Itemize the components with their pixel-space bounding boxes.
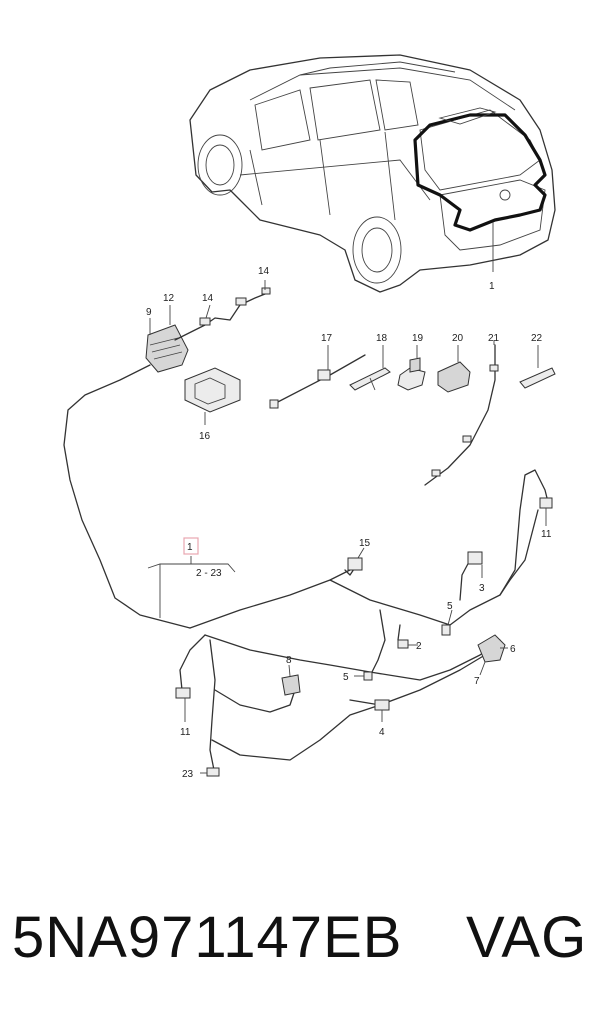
callout-3: 3 (479, 583, 485, 594)
callout-1-harness: 1 (187, 542, 193, 553)
callout-2-23: 2 - 23 (196, 568, 222, 579)
callout-5-lower: 5 (343, 672, 349, 683)
connector-5-lower (363, 671, 373, 681)
connector-11-left (175, 687, 191, 699)
callout-23: 23 (182, 769, 194, 780)
callout-14-b: 14 (202, 293, 214, 304)
callout-4: 4 (379, 727, 385, 738)
part-number: 5NA971147EB (12, 905, 403, 970)
tailgate-harness-in-vehicle (413, 113, 547, 232)
brand-label: VAG (466, 905, 588, 970)
connector-5-upper (441, 624, 451, 636)
leader-lines (184, 508, 547, 774)
control-unit-group (145, 280, 271, 425)
switch-6 (477, 634, 506, 663)
caption-bar: 5NA971147EB VAG (0, 898, 600, 978)
callout-14-a: 14 (258, 266, 270, 277)
callout-bracket (147, 537, 236, 618)
harness-connectors (175, 497, 553, 777)
connector-8 (281, 674, 301, 696)
callout-17: 17 (321, 333, 333, 344)
small-parts-row (269, 340, 556, 486)
connector-15 (347, 557, 363, 571)
connector-2 (397, 639, 409, 649)
callout-5-upper: 5 (447, 601, 453, 612)
callout-12: 12 (163, 293, 175, 304)
callout-2: 2 (416, 641, 422, 652)
callout-11-left: 11 (180, 727, 191, 738)
callout-15: 15 (359, 538, 371, 549)
callout-20: 20 (452, 333, 464, 344)
callout-7: 7 (474, 676, 480, 687)
wiring-harness-diagram: 1 9 12 14 14 16 (63, 54, 556, 780)
grommet-4 (374, 699, 390, 711)
callout-18: 18 (376, 333, 388, 344)
callout-8: 8 (286, 655, 292, 666)
connector-3 (467, 551, 483, 565)
vehicle-illustration (189, 54, 556, 293)
callout-21: 21 (488, 333, 500, 344)
callout-1-highlight-box (183, 537, 199, 555)
callout-11-right: 11 (541, 529, 552, 540)
connector-23 (206, 767, 220, 777)
callout-1-vehicle: 1 (489, 281, 495, 292)
callout-16: 16 (199, 431, 211, 442)
callout-9: 9 (146, 307, 152, 318)
callout-6: 6 (510, 644, 516, 655)
connector-11-right (539, 497, 553, 509)
callout-22: 22 (531, 333, 543, 344)
main-harness (63, 364, 549, 771)
callout-19: 19 (412, 333, 424, 344)
